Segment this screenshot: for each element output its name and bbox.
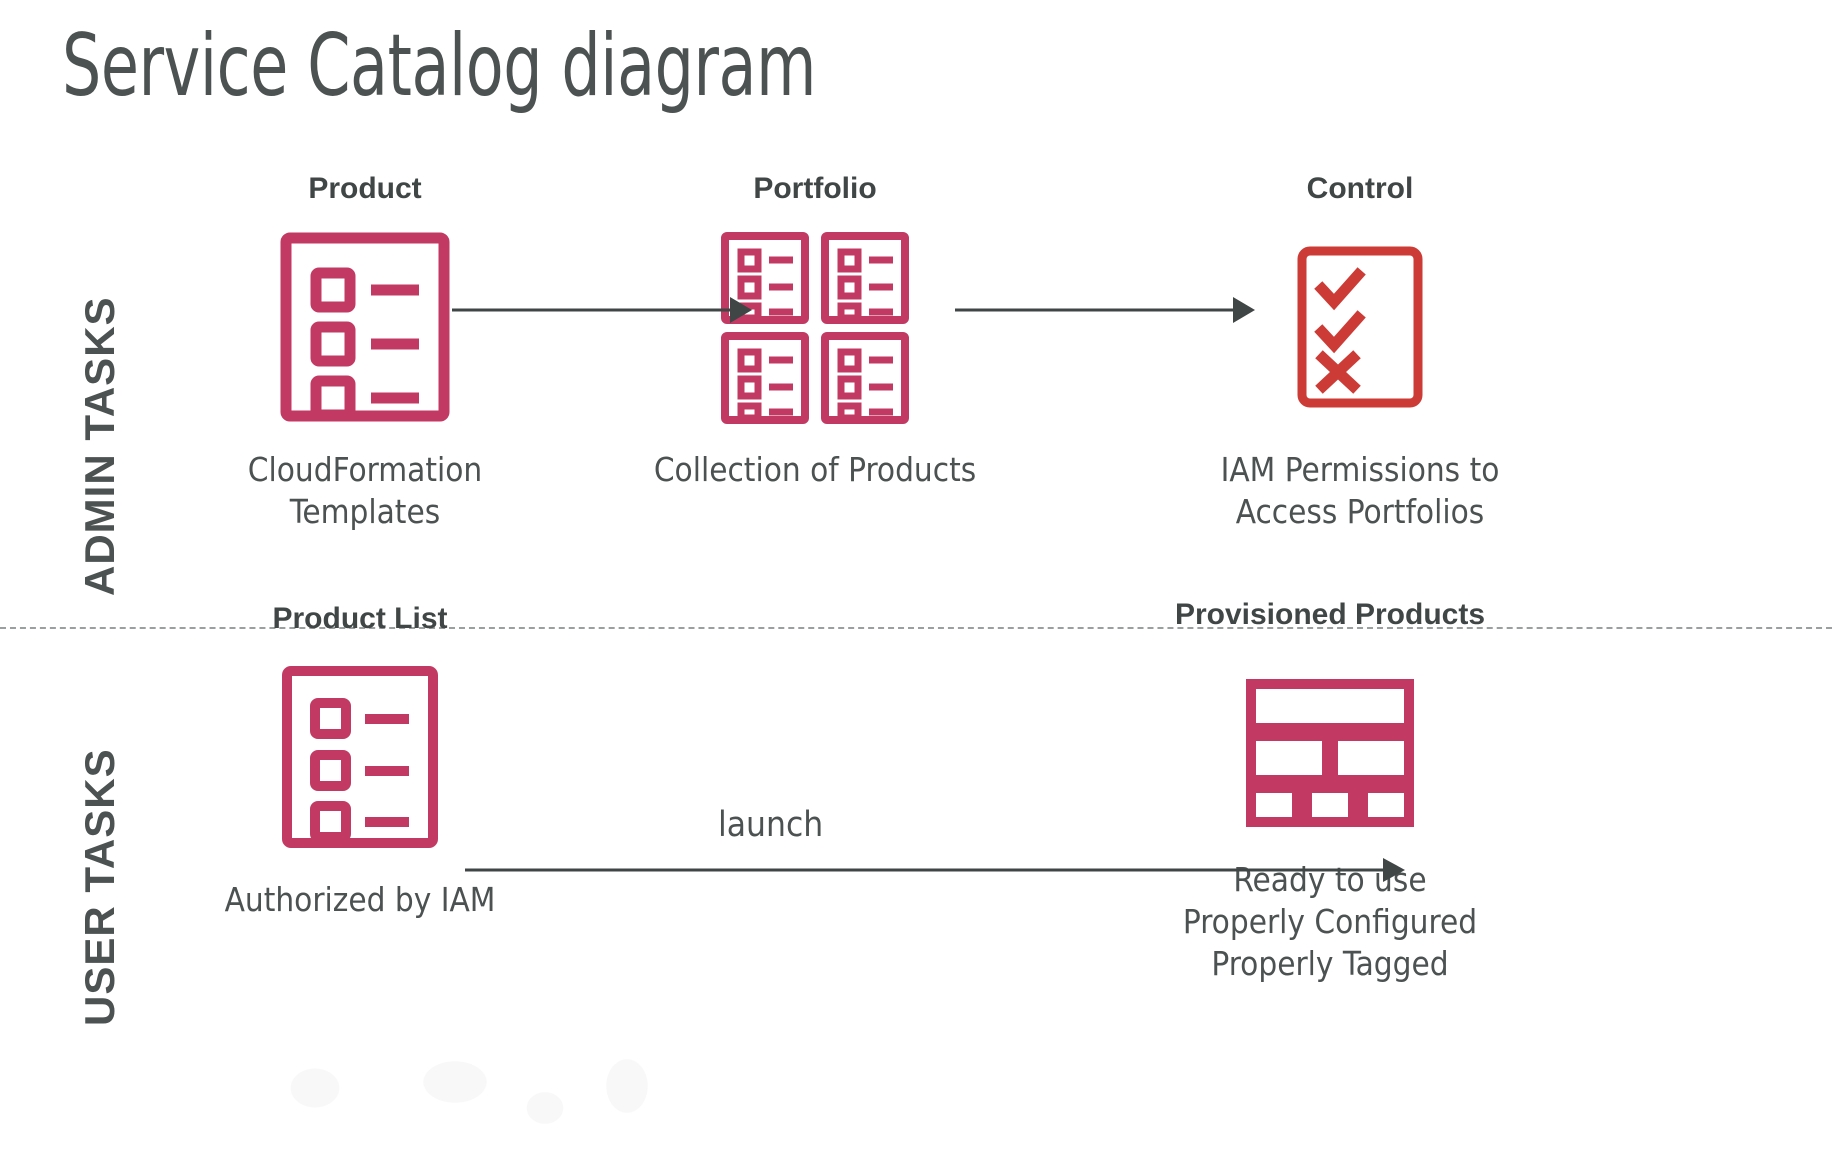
background-watermark <box>255 1048 675 1144</box>
node-provisioned-products-caption-line-2: Properly Configured <box>1182 902 1478 942</box>
node-portfolio-icon-wrap <box>640 227 990 427</box>
node-control: Control IAM Permissions to Access Portfo… <box>1185 172 1535 533</box>
node-portfolio-caption: Collection of Products <box>640 449 990 491</box>
node-control-caption-line-2: Access Portfolios <box>1235 492 1485 532</box>
node-product-list-title: Product List <box>272 602 448 635</box>
lane-divider <box>0 627 1832 629</box>
checklist-document-icon <box>282 666 438 848</box>
node-product: Product CloudFormation Templates <box>190 172 540 533</box>
node-control-icon-wrap <box>1185 227 1535 427</box>
node-provisioned-products-title: Provisioned Products <box>1174 598 1486 631</box>
node-product-caption-line-1: CloudFormation <box>247 450 483 489</box>
node-control-title: Control <box>1306 172 1414 205</box>
node-portfolio: Portfolio <box>640 172 990 491</box>
four-checklist-documents-icon <box>721 232 909 424</box>
node-control-caption-line-1: IAM Permissions to <box>1220 450 1500 489</box>
node-portfolio-caption-line-1: Collection of Products <box>653 450 977 489</box>
lane-label-admin-tasks: ADMIN TASKS <box>76 296 123 596</box>
node-provisioned-products-icon-wrap <box>1155 673 1505 833</box>
checkmarks-and-cross-document-icon <box>1297 246 1423 408</box>
stacked-blocks-icon <box>1246 679 1414 827</box>
node-product-list-caption-line-1: Authorized by IAM <box>224 880 496 919</box>
node-product-caption: CloudFormation Templates <box>190 449 540 533</box>
node-product-list: Product List Authorized by IAM <box>185 602 535 921</box>
node-product-title: Product <box>308 172 422 205</box>
connector-productlist-to-provisioned <box>465 858 1405 882</box>
connector-portfolio-to-control <box>955 297 1255 323</box>
node-control-caption: IAM Permissions to Access Portfolios <box>1185 449 1535 533</box>
node-provisioned-products: Provisioned Products Ready to use Proper… <box>1155 598 1505 986</box>
node-provisioned-products-caption-line-3: Properly Tagged <box>1211 944 1449 984</box>
node-provisioned-products-caption: Ready to use Properly Configured Properl… <box>1155 859 1505 986</box>
checklist-document-icon <box>280 232 450 422</box>
node-product-caption-line-2: Templates <box>289 492 441 532</box>
lane-label-user-tasks: USER TASKS <box>76 748 123 1026</box>
connector-product-to-portfolio <box>452 297 752 323</box>
node-product-list-caption: Authorized by IAM <box>185 879 535 921</box>
node-product-icon-wrap <box>190 227 540 427</box>
page-title: Service Catalog diagram <box>62 16 816 116</box>
node-product-list-icon-wrap <box>185 657 535 857</box>
connector-launch-label: launch <box>718 805 824 845</box>
node-portfolio-title: Portfolio <box>753 172 877 205</box>
